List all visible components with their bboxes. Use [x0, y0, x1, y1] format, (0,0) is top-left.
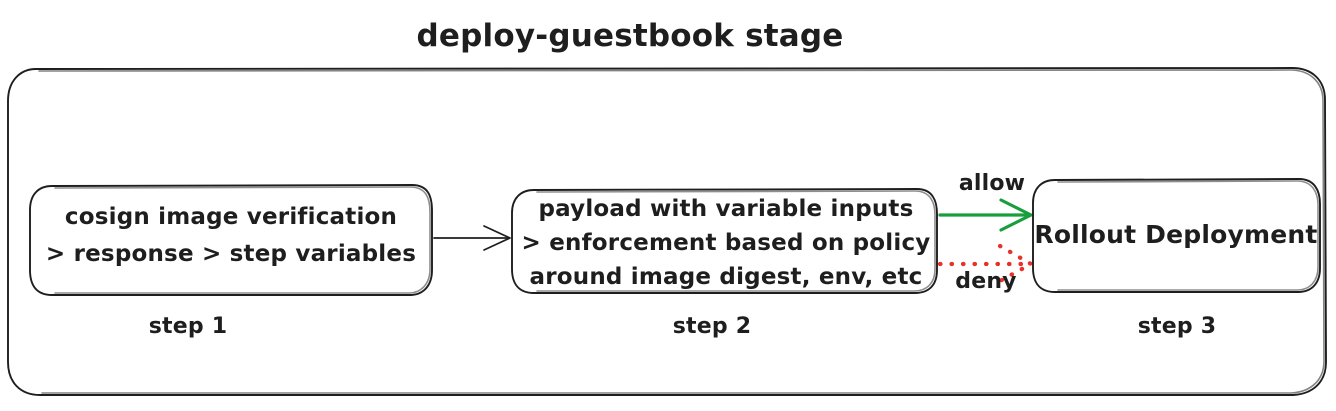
node-step2[interactable]: payload with variable inputs > enforceme…	[511, 188, 938, 294]
node-step1[interactable]: cosign image verification > response > s…	[29, 184, 433, 296]
diagram-title: deploy-guestbook stage	[417, 18, 844, 54]
node-step3-caption: step 3	[1138, 314, 1216, 339]
node-step2-caption: step 2	[673, 314, 751, 339]
edge-allow-label: allow	[959, 171, 1025, 196]
node-step2-line-1: payload with variable inputs	[538, 196, 913, 222]
node-step3[interactable]: Rollout Deployment	[1032, 178, 1321, 293]
node-step1-line-1: cosign image verification	[65, 204, 397, 230]
edge-deny	[937, 243, 1034, 284]
node-step2-line-2: > enforcement based on policy	[522, 230, 931, 256]
stage-container	[7, 67, 1327, 396]
edge-allow	[938, 198, 1033, 232]
node-step1-caption: step 1	[149, 314, 227, 339]
node-step3-line-1: Rollout Deployment	[1034, 220, 1317, 249]
edge-step1-to-step2	[433, 225, 511, 251]
node-step2-line-3: around image digest, env, etc	[529, 264, 922, 290]
edge-deny-label: deny	[955, 269, 1016, 294]
node-step1-line-2: > response > step variables	[46, 241, 416, 267]
